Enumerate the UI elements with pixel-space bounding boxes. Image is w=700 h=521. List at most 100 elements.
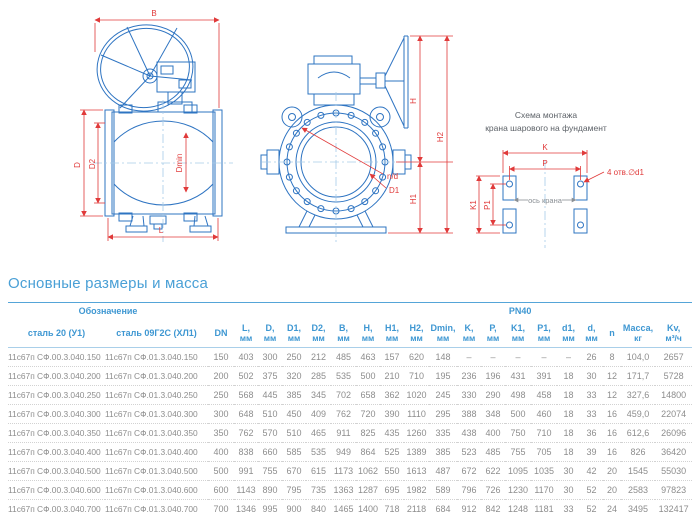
value-cell: 20	[606, 466, 617, 476]
value-cell: 345	[310, 390, 327, 400]
table-row: 11с67п СФ.00.3.040.400 11с67п СФ.01.3.040…	[8, 442, 693, 462]
value-cell: 195	[435, 371, 451, 381]
value-cell: 20	[606, 485, 617, 495]
value-cell: 615	[310, 466, 327, 476]
value-cell: 200	[213, 371, 229, 381]
value-cell: 3495	[627, 504, 649, 514]
value-cell: 362	[384, 390, 400, 400]
column-header: H2,мм	[409, 322, 424, 343]
value-cell: 18	[563, 428, 574, 438]
value-cell: 104,0	[626, 352, 650, 362]
value-cell: 710	[408, 371, 425, 381]
column-header: P1,мм	[537, 322, 551, 343]
value-cell: 660	[262, 447, 278, 457]
value-cell: 949	[335, 447, 352, 457]
value-cell: 500	[360, 371, 376, 381]
value-cell: 1260	[406, 428, 427, 438]
column-header: D2,мм	[311, 322, 326, 343]
value-cell: 1248	[507, 504, 529, 514]
column-header: Масса,кг	[622, 322, 654, 343]
designation-cell: 11с67п СФ.01.3.040.700	[105, 504, 198, 514]
designation-cell: 11с67п СФ.01.3.040.150	[105, 352, 198, 362]
value-cell: 18	[563, 447, 574, 457]
value-cell: –	[541, 352, 547, 362]
pn40-label: PN40	[508, 305, 532, 316]
value-cell: 911	[336, 428, 351, 438]
value-cell: 52	[586, 504, 597, 514]
value-cell: 842	[485, 504, 501, 514]
value-cell: 460	[536, 409, 552, 419]
value-cell: 1110	[407, 409, 426, 419]
value-cell: 33	[586, 409, 597, 419]
value-cell: 612,6	[626, 428, 650, 438]
value-cell: 720	[360, 409, 376, 419]
table-title: Основные размеры и масса	[8, 275, 209, 292]
dim-label-l: L	[159, 226, 164, 235]
designation-group-header: Обозначение	[78, 305, 138, 316]
value-cell: 300	[262, 352, 278, 362]
value-cell: 42	[586, 466, 597, 476]
value-cell: 500	[510, 409, 526, 419]
designation-cell: 11с67п СФ.00.3.040.300	[8, 409, 101, 419]
value-cell: 864	[360, 447, 376, 457]
value-cell: 438	[461, 428, 477, 438]
dim-label-d2: D2	[88, 158, 97, 169]
dim-label-p1: P1	[483, 200, 492, 210]
dim-label-d1: D1	[389, 186, 400, 195]
value-cell: 435	[384, 428, 400, 438]
value-cell: 826	[630, 447, 646, 457]
valve-axis-label: ось крана	[528, 196, 563, 205]
bolt-holes	[283, 109, 389, 215]
value-cell: 1020	[406, 390, 427, 400]
value-cell: 1143	[236, 485, 256, 495]
mounting-scheme: Схема монтажа крана шарового на фундамен…	[469, 110, 645, 248]
value-cell: 1389	[406, 447, 427, 457]
designation-cell: 11с67п СФ.00.3.040.350	[8, 428, 101, 438]
side-view-dimensions	[80, 17, 220, 241]
value-cell: 1346	[235, 504, 257, 514]
value-cell: 991	[238, 466, 254, 476]
value-cell: 710	[536, 428, 552, 438]
value-cell: 648	[238, 409, 254, 419]
designation-cell: 11с67п СФ.01.3.040.400	[105, 447, 198, 457]
scheme-title-line2: крана шарового на фундамент	[485, 123, 607, 133]
value-cell: 150	[213, 352, 229, 362]
value-cell: 702	[335, 390, 352, 400]
column-header: d1,мм	[561, 322, 575, 343]
designation-cell: 11с67п СФ.00.3.040.400	[8, 447, 101, 457]
value-cell: 1982	[406, 485, 427, 495]
value-cell: 600	[213, 485, 229, 495]
value-cell: 285	[310, 371, 327, 381]
value-cell: 762	[335, 409, 352, 419]
side-view-drawing	[93, 24, 233, 242]
value-cell: 1173	[333, 466, 354, 476]
value-cell: 212	[310, 352, 327, 362]
value-cell: 523	[461, 447, 477, 457]
value-cell: 320	[286, 371, 302, 381]
value-cell: 1465	[333, 504, 354, 514]
value-cell: 171,7	[626, 371, 650, 381]
designation-cell: 11с67п СФ.01.3.040.200	[105, 371, 198, 381]
column-header: Kv,м³/ч	[665, 322, 682, 343]
value-cell: 795	[286, 485, 302, 495]
value-cell: 1613	[406, 466, 427, 476]
column-header-steel20: сталь 20 (У1)	[27, 327, 86, 338]
dim-label-k: K	[542, 143, 548, 152]
pn-group-header: PN40	[208, 303, 692, 319]
value-cell: 52	[586, 485, 597, 495]
table-row: 11с67п СФ.00.3.040.300 11с67п СФ.01.3.040…	[8, 404, 693, 424]
column-header: H1,мм	[384, 322, 399, 343]
value-cell: 245	[435, 390, 451, 400]
value-cell: 900	[286, 504, 302, 514]
value-cell: 550	[384, 466, 400, 476]
value-cell: 400	[213, 447, 229, 457]
value-cell: 24	[606, 504, 617, 514]
value-cell: 18	[563, 390, 574, 400]
column-header: d,мм	[585, 322, 598, 343]
designation-cell: 11с67п СФ.01.3.040.300	[105, 409, 198, 419]
front-view-drawing	[260, 35, 412, 244]
value-cell: 1062	[357, 466, 379, 476]
